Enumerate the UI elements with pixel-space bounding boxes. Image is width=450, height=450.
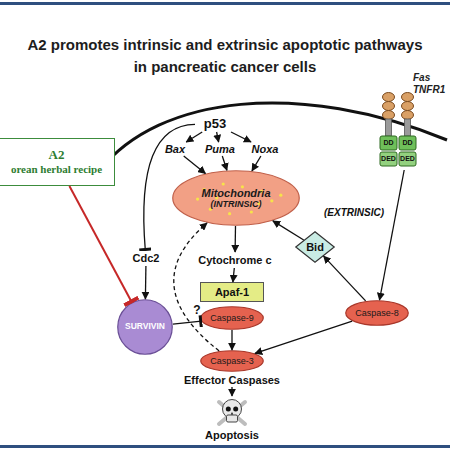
connector-arrow [252,156,261,171]
node-text: Caspase-3 [210,356,254,366]
bid-diamond: Bid [295,231,335,263]
frame-rule [0,445,450,448]
domain-label: DD [380,136,397,150]
cell-membrane [100,103,447,170]
shape-fill [296,232,335,263]
shape-fill [118,300,173,355]
granule-dot [196,198,199,201]
caspase-ellipse: Caspase-8 [345,300,409,326]
connector-arrow [231,387,232,396]
connector-arrow [233,268,234,282]
node-text: Caspase-9 [210,313,254,323]
edge-label: ? [193,304,200,317]
title-area: A2 promotes intrinsic and extrinsic apop… [20,34,430,78]
granule-dot [270,199,273,202]
connector-arrow [186,132,202,142]
connector-arrow [217,132,219,142]
connector-arrow [273,221,304,240]
node-text: Effector Caspases [184,374,280,387]
mitochondria-ellipse: Mitochondria(INTRINSIC) [172,170,300,226]
node-text: SURVIVIN [125,322,165,332]
domain-label: DED [399,152,416,166]
node-text: (INTRINSIC) [211,199,262,209]
connector-arrow [231,330,232,350]
node-text: Mitochondria [201,187,270,200]
caspase-ellipse: Caspase-3 [200,350,264,372]
granule-dot [279,194,282,197]
node-text: Bax [165,143,185,156]
node-text: Noxa [252,143,279,156]
connector-arrow [380,170,405,300]
survivin-circle: SURVIVIN [117,299,173,355]
apoptosis-node: Apoptosis [195,396,269,442]
diagram-title: A2 promotes intrinsic and extrinsic apop… [20,34,430,78]
node-text: Fas TNFR1 [413,72,447,95]
inhibition-line [173,321,201,324]
node-text: Caspase-8 [355,308,399,318]
node-text: Apaf-1 [215,286,249,299]
node-text: Bid [306,241,324,254]
receptor-symbol [380,93,416,167]
node-text: orean herbal recipe [11,163,102,176]
granule-dot [250,210,253,213]
shape-fill [346,301,409,326]
node-text: p53 [204,117,226,132]
protein-label: Cytochrome c [190,252,280,268]
protein-label: Puma [203,142,237,156]
granule-dot [222,182,225,185]
connector-arrow [234,226,236,252]
domain-label: DD [399,136,416,150]
protein-label: p53 [195,116,235,132]
shape-fill [201,351,264,372]
caspase-ellipse: Caspase-9 [200,306,264,330]
inhibition-line [69,186,131,302]
node-text: Cdc2 [133,252,160,265]
protein-label: Noxa [246,142,284,156]
shape-fill [201,307,264,330]
effector-label: Effector Caspases [170,373,294,387]
protein-label: Cdc2 [128,250,164,266]
connector-arrow [145,266,147,299]
node-text: A2 [49,148,65,163]
shape-fill [173,171,300,226]
node-text: Puma [205,143,235,156]
apaf1-box: Apaf-1 [200,282,264,302]
node-text: Apoptosis [205,429,259,442]
connector-arrow [222,156,227,170]
pathway-label: (EXTRINSIC) [320,206,388,220]
granule-dot [228,212,231,215]
connector-arrow [231,132,251,142]
connector-arrow [324,256,366,301]
connector-arrow [184,156,206,173]
frame-rule [0,2,450,5]
domain-label: DED [380,152,397,166]
node-text: Cytochrome c [198,254,271,267]
connector-arrow [255,321,352,353]
protein-label: Bax [158,142,192,156]
herbal-recipe-box: A2orean herbal recipe [0,138,115,186]
skull-symbol [219,400,245,425]
